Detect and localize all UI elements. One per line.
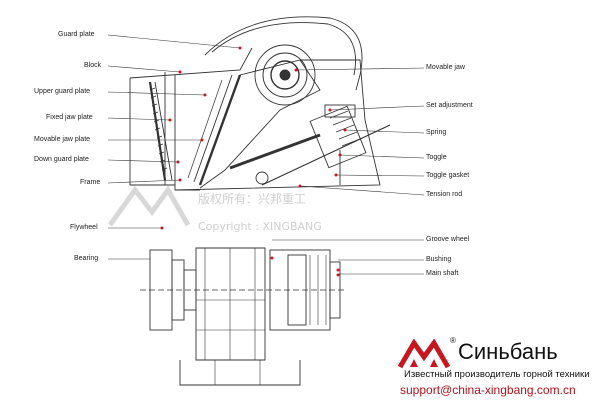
label-flywheel: Flywheel [70, 224, 98, 231]
brand-tagline: Известный производитель горной техники [404, 369, 590, 380]
label-fixed-jaw-plate: Fixed jaw plate [46, 114, 93, 121]
watermark-cn: 版权所有：兴邦重工 [198, 192, 307, 206]
tension-rod [261, 124, 391, 186]
label-movable-jaw-plate: Movable jaw plate [34, 136, 91, 143]
brand-email-link[interactable]: support@china-xingbang.com.cn [400, 383, 576, 397]
label-upper-guard-plate: Upper guard plate [34, 88, 91, 95]
label-down-guard-plate: Down guard plate [34, 156, 89, 163]
watermark-en: Copyright : XINGBANG [198, 220, 322, 233]
label-bearing: Bearing [74, 255, 99, 262]
label-bushing: Bushing [426, 256, 452, 263]
label-toggle: Toggle [426, 154, 447, 161]
label-tension-rod: Tension rod [426, 191, 463, 198]
label-groove-wheel: Groove wheel [426, 236, 470, 243]
leader-lines [107, 34, 425, 275]
label-spring: Spring [426, 129, 447, 136]
movable-jaw-plate [198, 74, 242, 186]
callout-dots [160, 46, 347, 277]
fixed-jaw-teeth [149, 87, 168, 171]
brand-box: ® Синьбань Известный производитель горно… [394, 333, 600, 400]
label-set-adjustment: Set adjustment [426, 102, 473, 109]
label-frame: Frame [80, 179, 101, 186]
set-adjustment-block [324, 104, 356, 118]
fixed-jaw-plate [148, 81, 167, 181]
movable-jaw-eccentric [254, 44, 316, 106]
spring-housing [309, 105, 367, 169]
flywheel-arc [204, 16, 363, 91]
label-movable-jaw: Movable jaw [426, 64, 465, 71]
brand-name: Синьбань [458, 339, 558, 364]
brand-logo-icon [398, 339, 450, 369]
label-main-shaft: Main shaft [426, 270, 459, 277]
watermark-logo [107, 185, 191, 227]
brand-registered-mark: ® [450, 336, 456, 345]
label-toggle-gasket: Toggle gasket [426, 172, 470, 179]
bushing-plan [329, 261, 341, 319]
label-guard-plate: Guard plate [58, 31, 95, 38]
toggle [229, 133, 321, 170]
label-block: Block [84, 62, 102, 69]
movable-jaw-body [199, 59, 321, 189]
